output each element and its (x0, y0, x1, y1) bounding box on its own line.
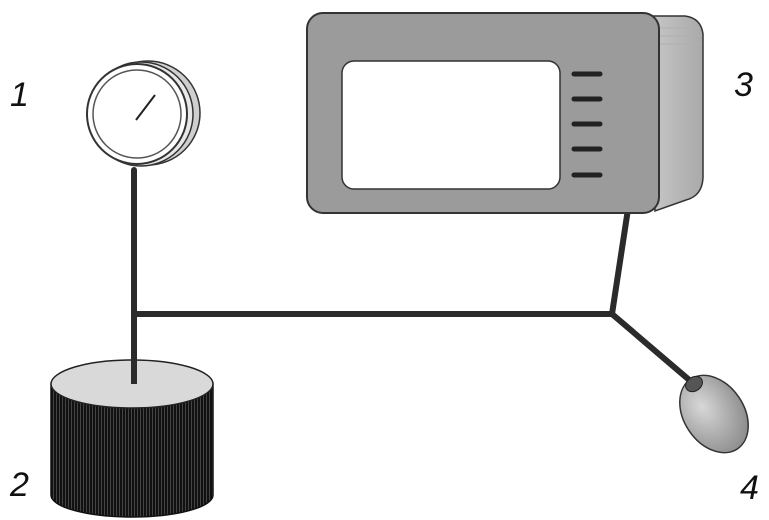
label-bulb-number: 4 (740, 469, 759, 507)
monitor-screen (341, 60, 561, 190)
pressure-gauge (86, 60, 201, 167)
gauge-needle (135, 94, 156, 121)
label-monitor-number: 3 (734, 66, 753, 104)
squeeze-bulb (679, 374, 749, 454)
label-gauge-number: 1 (10, 76, 29, 114)
bulb-tube (609, 311, 697, 387)
indicator-bars (571, 71, 603, 178)
monitor-device (306, 12, 704, 214)
label-cylinder-number: 2 (9, 466, 29, 504)
monitor-tube (609, 193, 633, 317)
